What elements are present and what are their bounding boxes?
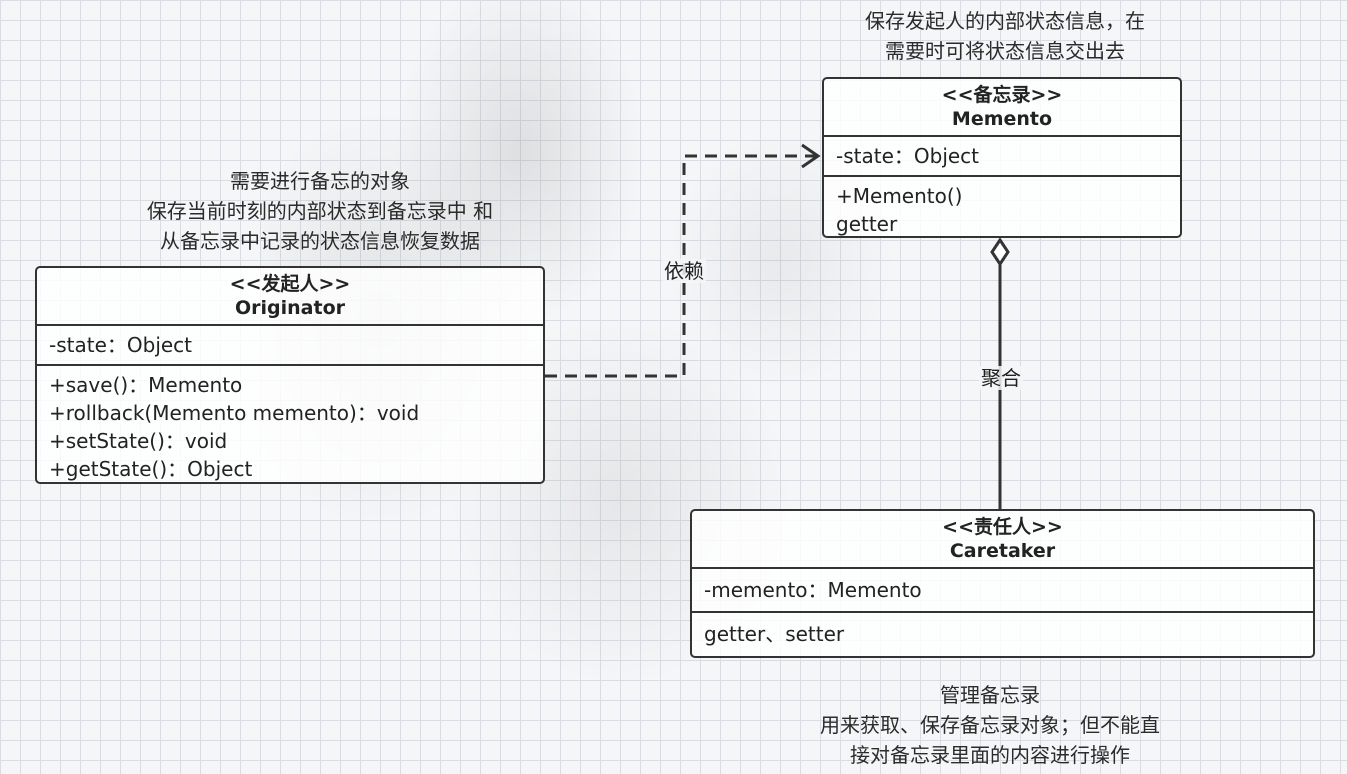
memento-method: +Memento() (836, 184, 963, 208)
originator-class-header: <<发起人>> Originator (37, 268, 543, 326)
caretaker-class-box[interactable]: <<责任人>> Caretaker -memento：Memento gette… (690, 509, 1315, 658)
caretaker-class-name: Caretaker (949, 540, 1056, 562)
memento-class-header: <<备忘录>> Memento (824, 79, 1180, 137)
caretaker-attribute: -memento：Memento (704, 578, 922, 602)
originator-class-name: Originator (234, 297, 345, 319)
originator-attribute: -state：Object (49, 333, 193, 357)
caretaker-stereotype: <<责任人>> (942, 516, 1063, 538)
originator-note: 需要进行备忘的对象 保存当前时刻的内部状态到备忘录中 和 从备忘录中记录的状态信… (146, 169, 494, 253)
caretaker-methods-section: getter、setter (692, 613, 1313, 655)
originator-attributes-section: -state：Object (37, 326, 543, 366)
memento-class-box[interactable]: <<备忘录>> Memento -state：Object +Memento()… (822, 77, 1182, 238)
originator-method: +getState()：Object (49, 457, 253, 481)
memento-method: getter (836, 212, 898, 236)
memento-note: 保存发起人的内部状态信息，在 需要时可将状态信息交出去 (865, 9, 1145, 63)
memento-class-name: Memento (951, 108, 1053, 130)
originator-method: +rollback(Memento memento)：void (49, 401, 420, 425)
dependency-label: 依赖 (662, 259, 706, 283)
originator-class-box[interactable]: <<发起人>> Originator -state：Object +save()… (35, 266, 545, 484)
originator-method: +save()：Memento (49, 373, 243, 397)
aggregation-label: 聚合 (979, 366, 1023, 390)
originator-methods-section: +save()：Memento +rollback(Memento mement… (37, 366, 543, 488)
originator-stereotype: <<发起人>> (229, 273, 351, 295)
caretaker-method: getter、setter (704, 622, 845, 646)
originator-method: +setState()：void (49, 429, 228, 453)
caretaker-note: 管理备忘录 用来获取、保存备忘录对象；但不能直 接对备忘录里面的内容进行操作 (820, 683, 1160, 767)
memento-attributes-section: -state：Object (824, 137, 1180, 177)
memento-attribute: -state：Object (836, 144, 980, 168)
aggregation-diamond (990, 237, 1010, 267)
caretaker-attributes-section: -memento：Memento (692, 569, 1313, 613)
dependency-arrowhead (801, 143, 821, 169)
memento-methods-section: +Memento() getter (824, 177, 1180, 243)
caretaker-class-header: <<责任人>> Caretaker (692, 511, 1313, 569)
memento-stereotype: <<备忘录>> (941, 84, 1063, 106)
